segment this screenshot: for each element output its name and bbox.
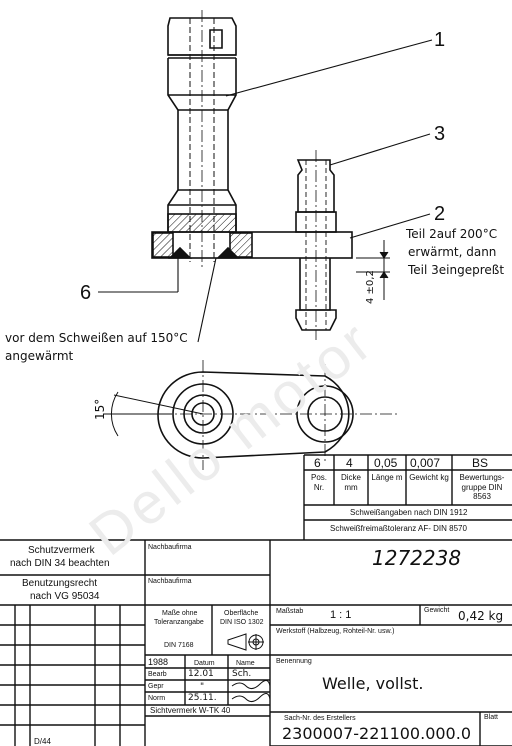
corner-mark: D/44	[34, 737, 51, 746]
weld-weight: 0,007	[410, 456, 441, 470]
note-part2-line3: Teil 3eingepreßt	[408, 263, 505, 277]
pin-part-3	[295, 150, 337, 340]
weld-header-thickness: Dicke mm	[340, 473, 361, 492]
item-number: 2300007-221100.000.0	[282, 724, 471, 743]
protection-note-line1: Schutzvermerk	[28, 545, 95, 556]
note-weld-line1: vor dem Schweißen auf 150°C	[5, 331, 188, 345]
projection-symbol-icon	[227, 633, 264, 651]
part-title: Welle, vollst.	[322, 674, 424, 693]
dimension-offset	[356, 240, 390, 300]
weld-length: 0,05	[374, 456, 398, 470]
checked-date: "	[200, 682, 205, 692]
note-part2-line1: Teil 2auf 200°C	[406, 227, 498, 241]
scale-label: Maßstab	[276, 608, 304, 615]
note-weld-line2: angewärmt	[5, 349, 74, 363]
norm-date: 25.11.	[188, 693, 217, 703]
callout-3: 3	[434, 123, 446, 145]
replica-company-1: Nachbaufirma	[148, 544, 192, 551]
replica-company-2: Nachbaufirma	[148, 578, 192, 585]
item-number-label: Sach-Nr. des Erstellers	[284, 715, 356, 722]
weld-header-weight: Gewicht kg	[409, 473, 449, 482]
sheet-label: Blatt	[484, 714, 499, 721]
weld-footer-1: Schweißangaben nach DIN 1912	[350, 508, 468, 517]
title-block-grid	[0, 539, 512, 746]
year: 1988	[148, 657, 169, 667]
norm-label: Norm	[148, 695, 166, 702]
callout-2: 2	[434, 203, 446, 225]
weld-footer-2: Schweißfreimaßtoleranz AF- DIN 8570	[330, 524, 467, 533]
lever-part-2	[151, 213, 353, 259]
scale-value: 1 : 1	[330, 609, 352, 621]
usage-right-line1: Benutzungsrecht	[22, 578, 98, 589]
drawn-name: Sch.	[232, 669, 252, 679]
weld-table-grid	[303, 454, 512, 540]
protection-note-line2: nach DIN 34 beachten	[10, 558, 110, 569]
date-header: Datum	[194, 660, 215, 667]
drawn-label: Bearb	[148, 671, 167, 678]
surface-note-line1: Oberfläche	[224, 610, 259, 617]
tolerance-note-line2: Toleranzangabe	[154, 619, 204, 626]
weld-header-pos: Pos. Nr.	[310, 473, 327, 492]
surface-note-line2: DIN ISO 1302	[220, 619, 264, 626]
usage-right-line2: nach VG 95034	[30, 591, 100, 602]
weld-thickness: 4	[346, 456, 353, 470]
drawing-number: 1272238	[372, 546, 462, 570]
weight-label: Gewicht	[424, 607, 450, 614]
designation-label: Benennung	[276, 658, 312, 665]
callout-6: 6	[80, 282, 92, 304]
tolerance-note-line1: Maße ohne	[162, 610, 198, 617]
weight-value: 0,42 kg	[458, 609, 504, 623]
leader-lines	[98, 39, 433, 343]
name-header: Name	[236, 660, 255, 667]
weld-group: BS	[472, 456, 489, 470]
note-part2-line2: erwärmt, dann	[408, 245, 497, 259]
approval-mark: Sichtvermerk W-TK 40	[150, 706, 231, 715]
material-label: Werkstoff (Halbzeug, Rohteil-Nr. usw.)	[276, 628, 395, 635]
weld-pos: 6	[314, 456, 321, 470]
tolerance-standard: DIN 7168	[164, 642, 194, 649]
lever-plan-view	[104, 360, 400, 470]
weld-header-length: Länge m	[371, 473, 403, 482]
drawn-date: 12.01	[188, 669, 214, 679]
weld-header-group: Bewertungs- gruppe DIN 8563	[459, 473, 505, 502]
callout-1: 1	[434, 29, 446, 51]
checked-label: Gepr	[148, 683, 164, 690]
